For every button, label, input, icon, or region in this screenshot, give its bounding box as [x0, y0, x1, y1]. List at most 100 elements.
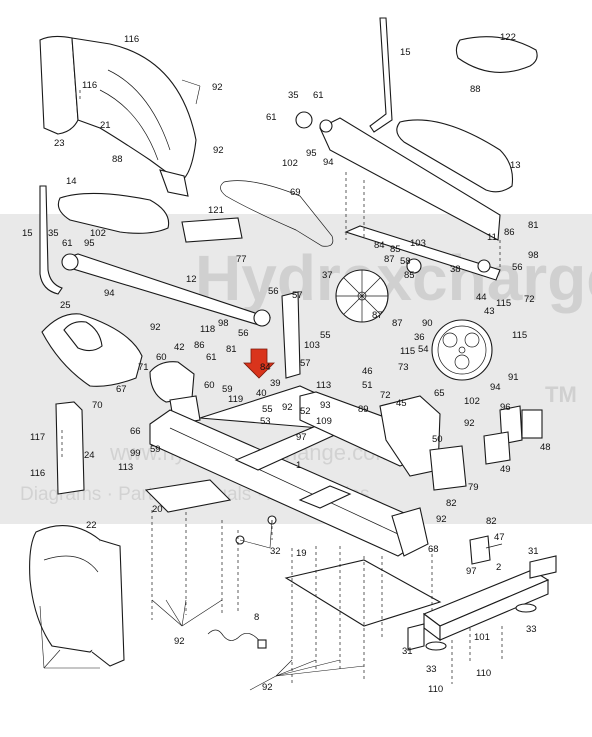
part-label: 77: [236, 254, 247, 265]
part-label: 8: [254, 612, 259, 623]
rail-11: [344, 225, 501, 281]
part-label: 88: [112, 154, 123, 165]
part-label: 92: [150, 322, 161, 333]
part-label: 2: [496, 562, 501, 573]
part-label: 12: [186, 274, 197, 285]
part-label: 115: [512, 330, 527, 341]
part-label: 87: [392, 318, 403, 329]
console-tray: [396, 119, 514, 193]
part-label: 113: [316, 380, 331, 391]
part-label: 84: [374, 240, 385, 251]
part-label: 87: [384, 254, 395, 265]
part-label: 20: [152, 504, 163, 515]
part-label: 103: [410, 238, 426, 249]
part-label: 58: [400, 256, 411, 267]
part-label: 55: [262, 404, 273, 415]
part-label: 36: [414, 332, 425, 343]
part-label: 92: [212, 82, 223, 93]
part-label: 14: [66, 176, 77, 187]
handlebar-arm: [319, 117, 501, 241]
part-label: 86: [504, 227, 515, 238]
flywheel-37: [335, 269, 389, 323]
drive-belt: [220, 180, 334, 247]
part-label: 55: [320, 330, 331, 341]
part-label: 72: [380, 390, 391, 401]
main-frame: [149, 385, 441, 557]
part-label: 25: [60, 300, 71, 311]
part-label: 88: [470, 84, 481, 95]
part-label: 109: [316, 416, 332, 427]
motor-42: [149, 361, 195, 403]
watermark-tm: TM: [545, 382, 577, 407]
part-label: 103: [304, 340, 320, 351]
highlight-arrow: [243, 348, 275, 379]
part-label: 85: [404, 270, 415, 281]
part-label: 57: [292, 290, 303, 301]
part-label: 110: [428, 684, 443, 695]
part-label: 45: [396, 398, 407, 409]
part-label: 59: [222, 384, 233, 395]
part-label: 50: [432, 434, 443, 445]
part-label: 96: [500, 402, 511, 413]
part-label: 116: [124, 34, 139, 45]
part-label: 118: [200, 324, 215, 335]
left-tray: [57, 192, 170, 234]
left-upper-shroud: [39, 35, 197, 197]
part-label: 92: [213, 145, 224, 156]
part-label: 92: [464, 418, 475, 429]
part-label: 22: [86, 520, 97, 531]
part-label: 72: [524, 294, 535, 305]
part-label: 56: [512, 262, 523, 273]
part-label: 102: [90, 228, 106, 239]
part-label: 122: [500, 32, 516, 43]
part-label: 31: [528, 546, 539, 557]
part-label: 73: [398, 362, 409, 373]
part-label: 79: [468, 482, 479, 493]
part-label: 97: [466, 566, 477, 577]
leader-lines: [39, 79, 365, 691]
watermark-word: Hydrexcharge: [195, 242, 592, 314]
part-label: 87: [372, 310, 383, 321]
part-label: 99: [130, 448, 141, 459]
part-label: 86: [194, 340, 205, 351]
part-label: 47: [494, 532, 505, 543]
part-label: 13: [510, 160, 521, 171]
part-label: 38: [450, 264, 461, 275]
part-label: 48: [540, 442, 551, 453]
console-pad: [455, 36, 538, 73]
part-label: 92: [174, 636, 185, 647]
pad-121: [181, 217, 243, 243]
part-label: 33: [526, 624, 537, 635]
plate-19: [284, 559, 442, 627]
bracket-57: [281, 291, 301, 379]
part-label: 49: [500, 464, 511, 475]
part-label: 94: [104, 288, 115, 299]
part-label: 115: [496, 298, 511, 309]
part-label: 61: [266, 112, 277, 123]
part-label: 94: [490, 382, 501, 393]
part-label: 92: [262, 682, 273, 693]
part-label: 56: [238, 328, 249, 339]
part-label: 101: [474, 632, 490, 643]
part-label: 69: [290, 187, 301, 198]
part-label: 61: [206, 352, 217, 363]
part-label: 54: [418, 344, 429, 355]
part-label: 116: [82, 80, 97, 91]
shield-24: [55, 401, 85, 495]
part-label: 102: [282, 158, 298, 169]
part-label: 21: [100, 120, 111, 131]
part-label: 52: [300, 406, 311, 417]
part-label: 67: [116, 384, 127, 395]
part-label: 70: [92, 400, 103, 411]
part-label: 97: [296, 432, 307, 443]
part-label: 81: [528, 220, 539, 231]
part-label: 51: [362, 380, 373, 391]
part-label: 81: [226, 344, 237, 355]
box-50: [429, 445, 467, 491]
part-label: 89: [358, 404, 369, 415]
part-label: 82: [486, 516, 497, 527]
part-label: 116: [30, 468, 45, 479]
pulley-top: [295, 111, 313, 129]
part-label: 93: [320, 400, 331, 411]
